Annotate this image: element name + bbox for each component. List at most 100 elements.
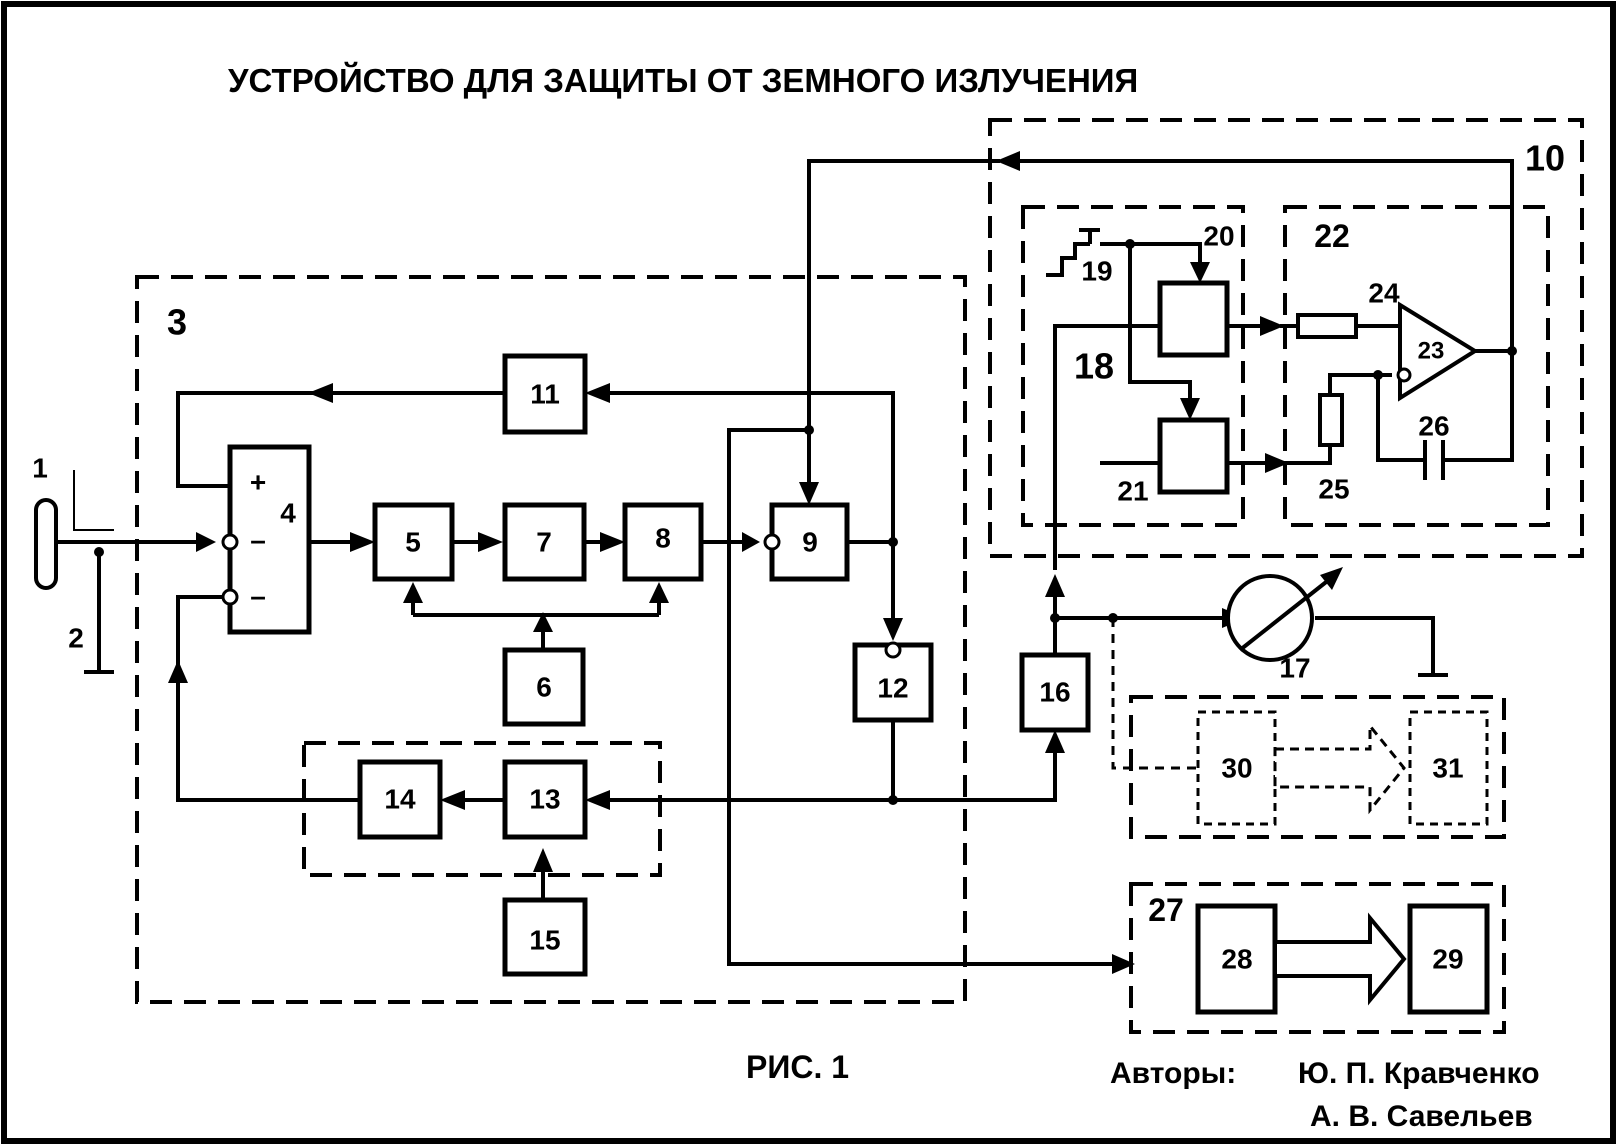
label-9: 9	[802, 527, 818, 558]
wire-21-25	[1283, 440, 1332, 465]
wire-19	[1046, 228, 1202, 277]
label-5: 5	[405, 527, 421, 558]
block-13	[502, 759, 588, 840]
node-19	[1125, 239, 1135, 249]
label-31: 31	[1432, 753, 1463, 784]
block-5	[372, 502, 455, 582]
group-3	[135, 275, 967, 1004]
sign-minus2: –	[250, 581, 266, 612]
input-4-minus1	[221, 533, 239, 551]
block-21	[1157, 417, 1230, 495]
block-31	[1408, 710, 1489, 826]
meter-17	[1226, 574, 1314, 662]
node-16	[1050, 613, 1060, 623]
wire-bus-16	[893, 752, 1057, 802]
capacitor-26	[1423, 440, 1445, 480]
group-18	[1021, 205, 1245, 527]
wire-fb-4	[176, 595, 230, 680]
wire-6-bus	[411, 598, 661, 650]
block-28	[1195, 903, 1278, 1015]
wire-14-fb	[176, 680, 360, 802]
block-29	[1407, 903, 1490, 1015]
opamp-23	[1398, 301, 1479, 402]
arrow-fb-up	[168, 660, 188, 683]
block-16	[1019, 652, 1091, 733]
node-12-bus	[888, 795, 898, 805]
block-7	[502, 502, 587, 582]
label-26: 26	[1418, 411, 1449, 442]
group-22	[1283, 205, 1550, 527]
arrow-to-8	[649, 582, 669, 603]
resistor-25	[1318, 393, 1344, 447]
label-23: 23	[1418, 338, 1445, 365]
antenna-1	[34, 498, 58, 590]
group-13-14	[302, 741, 662, 877]
arrow-11-out	[308, 383, 333, 403]
input-9	[763, 533, 781, 551]
diagram-title: УСТРОЙСТВО ДЛЯ ЗАЩИТЫ ОТ ЗЕМНОГО ИЗЛУЧЕН…	[228, 61, 1138, 99]
label-20: 20	[1203, 221, 1234, 252]
resistor-24	[1296, 313, 1358, 339]
arrow-to-5	[403, 582, 423, 603]
wire-dashed-30	[1111, 618, 1198, 770]
block-20	[1157, 280, 1230, 358]
label-22: 22	[1314, 218, 1350, 254]
sign-plus: +	[250, 467, 266, 498]
wire-11-loop	[600, 391, 895, 542]
label-18: 18	[1074, 346, 1114, 387]
label-25: 25	[1318, 474, 1349, 505]
author-1: Ю. П. Кравченко	[1298, 1057, 1540, 1090]
node-9-in	[804, 425, 814, 435]
arrow-to-28	[1112, 954, 1135, 974]
arrow-13-14	[440, 790, 465, 810]
wire-10-top	[1020, 159, 1514, 356]
label-8: 8	[655, 523, 671, 554]
label-29: 29	[1432, 944, 1463, 975]
input-12	[884, 641, 902, 659]
arrow-8-9	[742, 532, 760, 552]
antenna-bracket	[73, 470, 114, 531]
block-6	[502, 647, 586, 727]
block-14	[357, 759, 443, 840]
group-10	[988, 118, 1584, 558]
arrow-15-13	[533, 848, 553, 872]
arrow-5-7	[478, 532, 503, 552]
node-2	[94, 547, 104, 557]
label-19: 19	[1081, 256, 1112, 287]
label-2: 2	[68, 623, 84, 654]
label-28: 28	[1221, 944, 1252, 975]
arrow-4-5	[350, 532, 375, 552]
arrow-to-13	[585, 790, 610, 810]
arrow-7-8	[600, 532, 625, 552]
node-9-out	[888, 537, 898, 547]
arrow-top-left	[996, 151, 1020, 171]
node-23-out	[1507, 346, 1517, 356]
arrow-to-21	[1180, 398, 1200, 420]
label-14: 14	[384, 784, 416, 815]
arrow-to-9	[799, 482, 819, 505]
arrow-6-up	[533, 612, 553, 632]
meter-17-arrow	[1320, 567, 1343, 590]
arrow-to-20	[1190, 262, 1210, 283]
label-7: 7	[536, 527, 552, 558]
wire-top-to-9	[807, 159, 1000, 490]
label-12: 12	[877, 673, 908, 704]
block-11	[502, 353, 588, 435]
label-21: 21	[1117, 476, 1148, 507]
arrow-30-31	[1273, 721, 1406, 815]
arrow-in-4	[196, 532, 216, 552]
label-6: 6	[536, 672, 552, 703]
wire-19-21	[1128, 244, 1192, 400]
label-4: 4	[280, 498, 296, 529]
label-16: 16	[1039, 677, 1070, 708]
arrow-20-out	[1260, 316, 1284, 336]
block-4	[227, 444, 312, 635]
label-15: 15	[529, 925, 560, 956]
opamp-23-inv-input	[1396, 367, 1412, 383]
label-11: 11	[530, 379, 560, 410]
authors-label: Авторы:	[1110, 1057, 1236, 1090]
author-2: А. В. Савельев	[1310, 1100, 1533, 1133]
wire-ground-2	[84, 552, 114, 674]
